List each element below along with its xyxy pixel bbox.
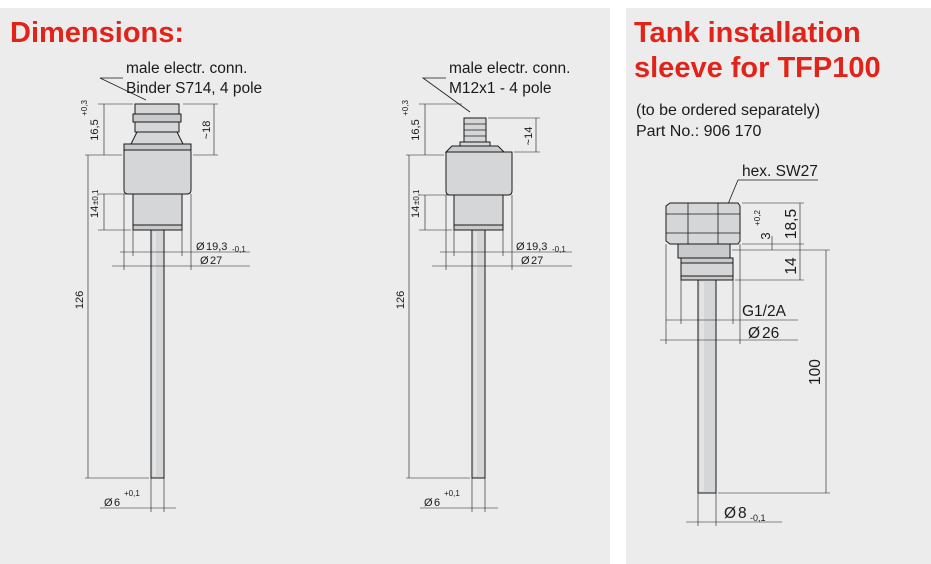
sensor-b-dim-dia-thread: 19,3 bbox=[526, 241, 547, 253]
sensor-a-head bbox=[123, 147, 192, 195]
sensor-b-dim-head: ~14 bbox=[523, 127, 535, 146]
sensor-b-dim-dia-tube: 6 bbox=[434, 497, 440, 509]
sensor-b-dim-thread: 14 bbox=[410, 206, 422, 218]
sensor-b-dia-symbol-3: Ø bbox=[424, 497, 433, 509]
dia-symbol-8: Ø bbox=[724, 505, 736, 522]
sleeve-hex-head bbox=[665, 202, 741, 245]
sensor-a-dim-dia-tube: 6 bbox=[114, 497, 120, 509]
sensor-a-tube bbox=[150, 229, 165, 479]
sensor-a-dim-dia-tube-tol: +0,1 bbox=[124, 489, 140, 498]
sensor-b-drawing: male electr. conn. M12x1 - 4 pole 16,5 +… bbox=[395, 60, 572, 512]
dim-total-head: 18,5 bbox=[783, 209, 800, 239]
sensor-a-dim-dia-thread: 19,3 bbox=[206, 241, 227, 253]
dim-small-tol: +0,2 bbox=[753, 210, 762, 226]
dimensions-title: Dimensions: bbox=[10, 17, 185, 49]
dim-dia-26: 26 bbox=[762, 325, 779, 342]
order-note: (to be ordered separately) bbox=[636, 102, 821, 119]
sensor-a-dim-dia-hex: 27 bbox=[210, 255, 222, 267]
tank-sleeve-panel bbox=[626, 8, 931, 564]
part-number: Part No.: 906 170 bbox=[636, 123, 762, 140]
sensor-b-head bbox=[445, 151, 513, 196]
sensor-a-connector-lower bbox=[134, 121, 180, 133]
sensor-a-dim-height-top: 16,5 bbox=[89, 119, 101, 140]
sensor-a-conn-label-2: Binder S714, 4 pole bbox=[126, 80, 262, 97]
sensor-a-connector-top bbox=[134, 103, 180, 115]
dia-symbol-26: Ø bbox=[748, 325, 760, 342]
dim-dia-8: 8 bbox=[738, 505, 747, 522]
sensor-b-dia-symbol-2: Ø bbox=[521, 255, 530, 267]
sensor-b-leader bbox=[421, 77, 471, 113]
sensor-a-thread-end bbox=[132, 224, 183, 231]
dim-small: 3 bbox=[758, 232, 773, 239]
sensor-a-leader bbox=[99, 77, 147, 101]
sensor-b-dim-length: 126 bbox=[395, 291, 407, 309]
sensor-a-connector-ring bbox=[132, 113, 182, 123]
sensor-a-dim-thread: 14 bbox=[89, 206, 101, 218]
dim-thread: 14 bbox=[783, 257, 800, 275]
sensor-b-dim-thread-tol: ±0,1 bbox=[412, 189, 421, 205]
sensor-b-conn-label-2: M12x1 - 4 pole bbox=[449, 80, 552, 97]
sensor-a-drawing: male electr. conn. Binder S714, 4 pole 1… bbox=[74, 60, 262, 512]
sensor-a-tube-highlight bbox=[153, 232, 156, 476]
dim-dia-8-tol: -0,1 bbox=[750, 513, 766, 523]
sensor-b-dim-height-top-tol: +0,3 bbox=[401, 100, 410, 116]
sensor-b-dia-symbol-1: Ø bbox=[516, 241, 525, 253]
sensor-a-dim-head: ~18 bbox=[201, 121, 213, 140]
sensor-b-dim-height-top: 16,5 bbox=[410, 119, 422, 140]
sensor-a-dim-height-top-tol: +0,3 bbox=[80, 100, 89, 116]
dimensions-panel bbox=[0, 8, 610, 564]
sensor-a-dim-dia-thread-tol: -0,1 bbox=[232, 245, 246, 254]
sleeve-drawing: hex. SW27 18,5 3 +0,2 14 100 bbox=[660, 163, 830, 526]
sensor-b-thread bbox=[453, 194, 504, 231]
sensor-b-dim-dia-tube-tol: +0,1 bbox=[444, 489, 460, 498]
sensor-a-dia-symbol-1: Ø bbox=[196, 241, 205, 253]
sleeve-collar bbox=[677, 243, 731, 259]
sensor-a-dim-thread-tol: ±0,1 bbox=[91, 189, 100, 205]
sensor-a-thread bbox=[132, 193, 183, 231]
sensor-b-conn-label-1: male electr. conn. bbox=[449, 60, 570, 77]
sensor-a-dim-length: 126 bbox=[74, 291, 86, 309]
sensor-a-conn-label-1: male electr. conn. bbox=[126, 60, 247, 77]
sleeve-title-line-2: sleeve for TFP100 bbox=[634, 52, 881, 84]
sensor-a-dia-symbol-3: Ø bbox=[104, 497, 113, 509]
sensor-b-dim-dia-thread-tol: -0,1 bbox=[552, 245, 566, 254]
sensor-a-head-top bbox=[123, 143, 192, 151]
sensor-b-hex-nut bbox=[444, 145, 506, 153]
sensor-b-dim-dia-hex: 27 bbox=[531, 255, 543, 267]
dim-length: 100 bbox=[807, 359, 824, 385]
sensor-a-connector-taper bbox=[130, 131, 184, 145]
hex-leader bbox=[727, 179, 818, 205]
sleeve-title-line-1: Tank installation bbox=[634, 17, 861, 49]
sensor-a-dia-symbol-2: Ø bbox=[200, 255, 209, 267]
thread-label: G1/2A bbox=[742, 303, 787, 320]
sensor-b-tube bbox=[471, 229, 486, 479]
hex-label: hex. SW27 bbox=[742, 163, 818, 180]
